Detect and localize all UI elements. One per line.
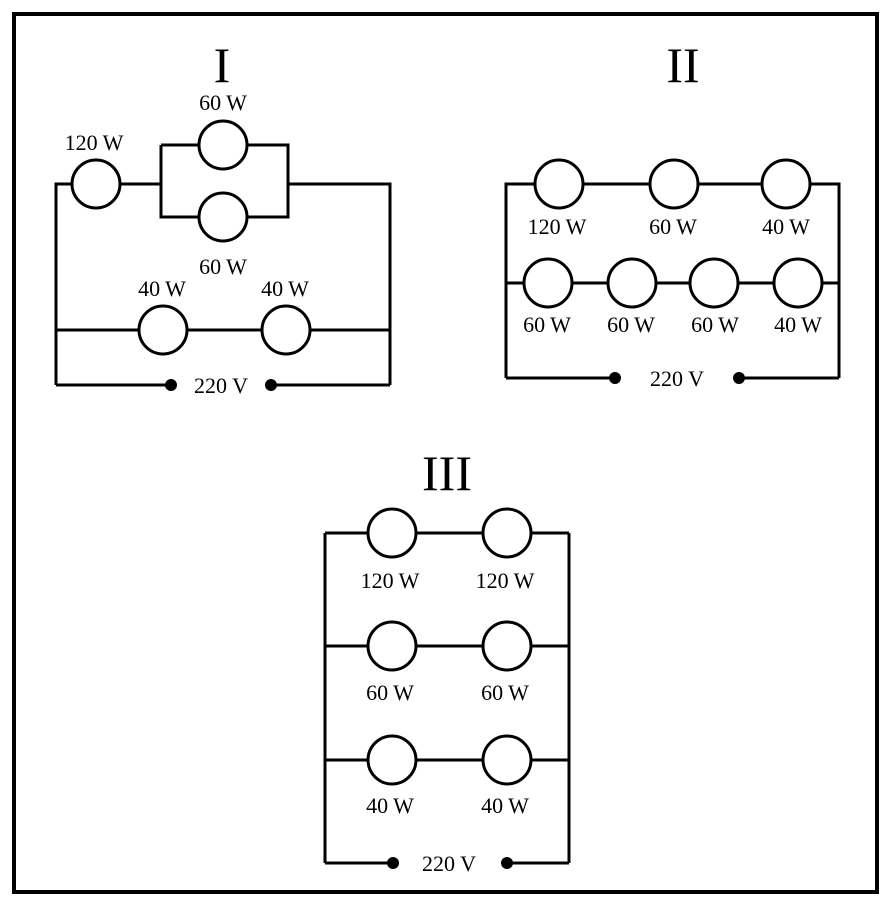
bulb-label: 40 W: [481, 793, 529, 818]
bulb-label: 60 W: [649, 214, 697, 239]
source-label: 220 V: [194, 373, 248, 398]
circuit-I: I 120 W 60 W 60 W 40 W 40 W 220 V: [54, 37, 392, 398]
wire-parallel-right: [247, 143, 290, 219]
bulb-label: 40 W: [261, 276, 309, 301]
wire-left: [54, 182, 72, 385]
bulb-label: 120 W: [528, 214, 587, 239]
circuit-III: III 120 W 120 W 60 W 60 W 40 W 40 W: [323, 445, 571, 876]
bulb-icon: [366, 620, 418, 672]
bulb-icon: [481, 620, 533, 672]
source-label: 220 V: [422, 851, 476, 876]
wire-right: [288, 182, 392, 385]
bulb-label: 120 W: [476, 568, 535, 593]
terminal-dot: [387, 857, 399, 869]
bulb-icon: [260, 304, 312, 356]
circuit-label: II: [666, 37, 699, 93]
circuit-label: I: [214, 37, 231, 93]
bulb-label: 60 W: [523, 312, 571, 337]
outer-frame: [12, 12, 879, 894]
wire-left: [504, 182, 535, 378]
bulb-icon: [197, 191, 249, 243]
bulb-label: 120 W: [361, 568, 420, 593]
bulb-icon: [522, 257, 574, 309]
bulb-icon: [366, 734, 418, 786]
bulb-label: 60 W: [199, 254, 247, 279]
bulb-label: 60 W: [607, 312, 655, 337]
bulb-label: 60 W: [366, 680, 414, 705]
wire-right: [810, 182, 841, 378]
bulb-label: 40 W: [774, 312, 822, 337]
terminal-dot: [265, 379, 277, 391]
bulb-icon: [481, 507, 533, 559]
bulb-icon: [137, 304, 189, 356]
wire-parallel-left: [159, 145, 199, 219]
terminal-dot: [609, 372, 621, 384]
source-label: 220 V: [650, 366, 704, 391]
bulb-icon: [481, 734, 533, 786]
circuit-II: II 120 W 60 W 40 W 60 W 60 W 60 W 40 W: [504, 37, 841, 391]
bulb-icon: [772, 257, 824, 309]
bulb-icon: [760, 158, 812, 210]
bulb-label: 40 W: [138, 276, 186, 301]
bulb-label: 40 W: [762, 214, 810, 239]
bulb-label: 60 W: [481, 680, 529, 705]
bulb-icon: [366, 507, 418, 559]
terminal-dot: [501, 857, 513, 869]
terminal-dot: [733, 372, 745, 384]
bulb-label: 120 W: [65, 130, 124, 155]
bulb-icon: [533, 158, 585, 210]
bulb-icon: [688, 257, 740, 309]
circuit-label: III: [422, 445, 472, 501]
bulb-label: 60 W: [199, 90, 247, 115]
bulb-icon: [197, 119, 249, 171]
bulb-icon: [70, 158, 122, 210]
bulb-icon: [648, 158, 700, 210]
bulb-label: 40 W: [366, 793, 414, 818]
bulb-label: 60 W: [691, 312, 739, 337]
bulb-icon: [606, 257, 658, 309]
terminal-dot: [165, 379, 177, 391]
